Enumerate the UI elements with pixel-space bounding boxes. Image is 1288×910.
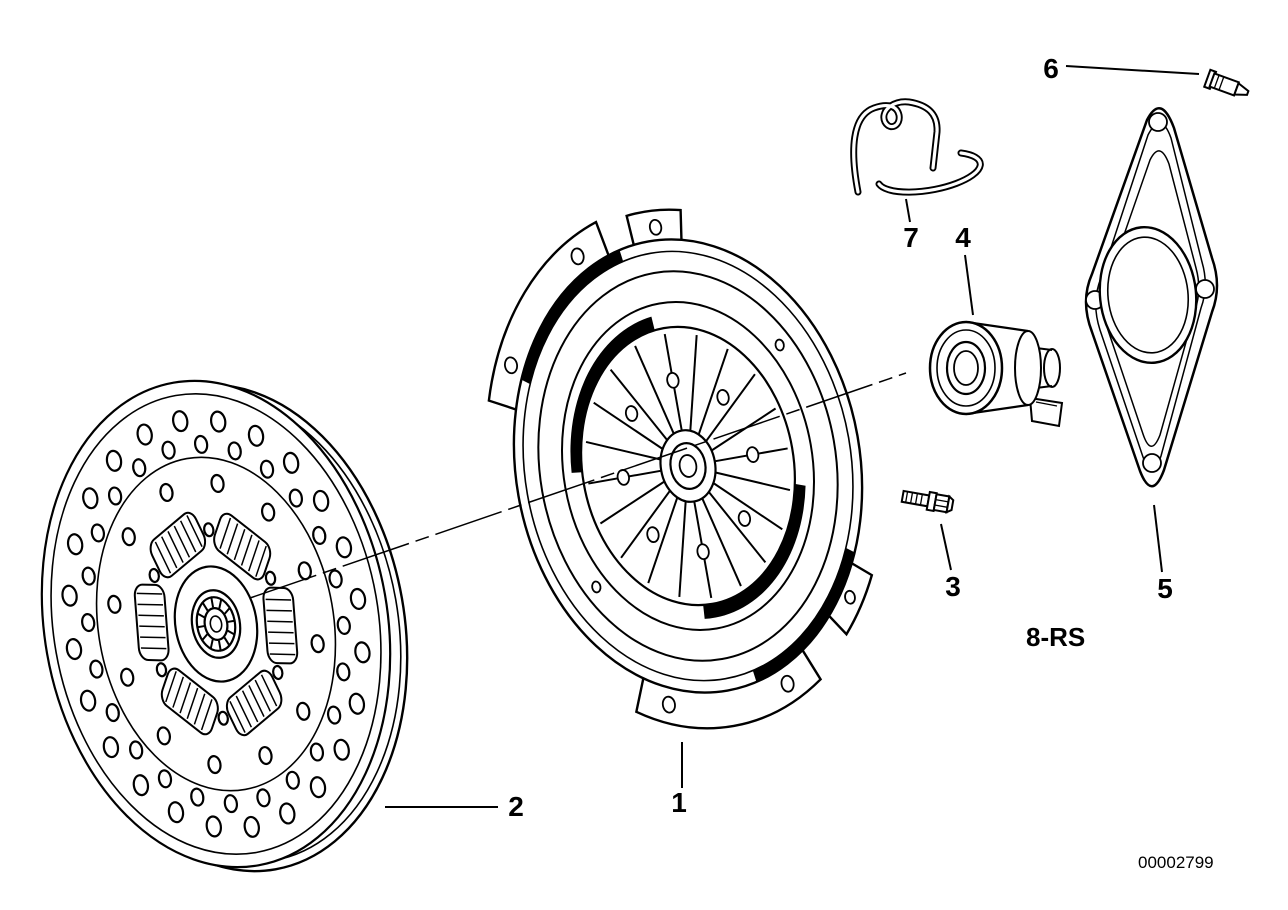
callout-label-6[interactable]: 6 xyxy=(1043,53,1059,84)
callout-label-2[interactable]: 2 xyxy=(508,791,524,822)
leader-line-3 xyxy=(941,524,951,570)
callout-label-3[interactable]: 3 xyxy=(945,571,961,602)
variant-label: 8-RS xyxy=(1026,622,1085,652)
callout-label-7[interactable]: 7 xyxy=(903,222,919,253)
callout-label-1[interactable]: 1 xyxy=(671,787,687,818)
hex-bolt-drawing xyxy=(901,487,954,513)
doc-number: 00002799 xyxy=(1138,853,1214,872)
assembly-axis-line xyxy=(250,373,906,598)
callout-label-4[interactable]: 4 xyxy=(955,222,971,253)
pressure-plate-drawing xyxy=(461,182,903,758)
retaining-clip-drawing xyxy=(854,102,981,192)
leader-line-4 xyxy=(965,255,973,315)
callout-label-5[interactable]: 5 xyxy=(1157,573,1173,604)
clutch-disc-drawing xyxy=(5,353,428,895)
leader-line-7 xyxy=(906,199,910,222)
pin-drawing xyxy=(1204,70,1251,102)
cover-plate-drawing xyxy=(1086,108,1217,486)
leader-line-5 xyxy=(1154,505,1162,572)
leader-line-6 xyxy=(1066,66,1199,74)
release-bearing-drawing xyxy=(930,322,1062,426)
